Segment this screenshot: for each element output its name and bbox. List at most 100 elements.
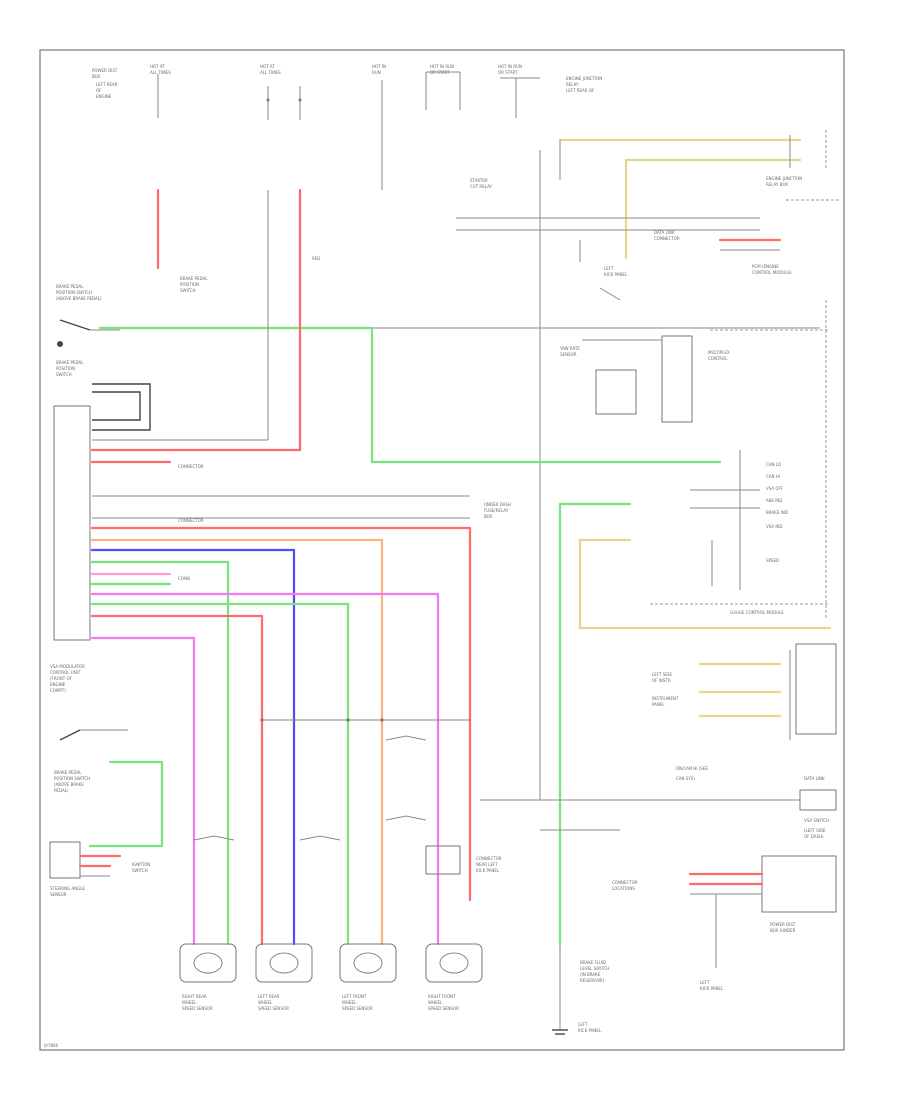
svg-text:VSA MODULATOR: VSA MODULATOR — [50, 664, 85, 669]
svg-text:LEFT SIDE: LEFT SIDE — [652, 672, 673, 677]
svg-text:CONTROL: CONTROL — [708, 356, 728, 361]
svg-text:LEFT REAR OF: LEFT REAR OF — [566, 88, 595, 93]
svg-text:CONTROL MODULE): CONTROL MODULE) — [752, 270, 792, 275]
svg-text:POWER DIST: POWER DIST — [770, 922, 796, 927]
svg-text:VSA OFF: VSA OFF — [766, 486, 784, 491]
svg-text:(ABOVE BRAKE: (ABOVE BRAKE — [54, 782, 84, 787]
svg-text:UNDER DASH: UNDER DASH — [484, 502, 511, 507]
svg-text:POSITION: POSITION — [180, 282, 199, 287]
svg-text:RELAY BOX: RELAY BOX — [766, 182, 788, 187]
svg-text:STEERING ANGLE: STEERING ANGLE — [50, 886, 85, 891]
svg-text:SENSOR: SENSOR — [50, 892, 67, 897]
svg-text:BRAKE PEDAL: BRAKE PEDAL — [56, 360, 84, 365]
svg-text:SWITCH: SWITCH — [180, 288, 196, 293]
svg-text:RIGHT FRONT: RIGHT FRONT — [428, 994, 456, 999]
svg-text:KICK PANEL: KICK PANEL — [476, 868, 500, 873]
svg-text:KICK PANEL: KICK PANEL — [604, 272, 628, 277]
svg-text:ENGINE JUNCTION: ENGINE JUNCTION — [766, 176, 802, 181]
svg-text:PCM (ENGINE: PCM (ENGINE — [752, 264, 779, 269]
svg-text:NEAR LEFT: NEAR LEFT — [476, 862, 498, 867]
svg-text:DATA LINK: DATA LINK — [804, 776, 825, 781]
svg-text:WHEEL: WHEEL — [342, 1000, 357, 1005]
svg-text:ALL TIMES: ALL TIMES — [260, 70, 281, 75]
svg-text:HOT AT: HOT AT — [260, 64, 275, 69]
svg-text:BRAKE PEDAL: BRAKE PEDAL — [180, 276, 208, 281]
svg-text:BOX (UNDER: BOX (UNDER — [770, 928, 796, 933]
svg-text:BRAKE PEDAL: BRAKE PEDAL — [54, 770, 82, 775]
diagram-frame — [39, 49, 845, 1051]
svg-text:DATA LINK: DATA LINK — [654, 230, 675, 235]
svg-text:BRAKE FLUID: BRAKE FLUID — [580, 960, 606, 965]
svg-text:POSITION SWITCH: POSITION SWITCH — [54, 776, 90, 781]
svg-text:IGNITION: IGNITION — [132, 862, 150, 867]
abs-module — [53, 405, 91, 641]
svg-text:RIGHT REAR: RIGHT REAR — [182, 994, 207, 999]
svg-text:INSTRUMENT: INSTRUMENT — [652, 696, 679, 701]
svg-text:LEFT REAR: LEFT REAR — [96, 82, 118, 87]
svg-text:FUSE/RELAY: FUSE/RELAY — [484, 508, 509, 513]
svg-text:BRAKE IND: BRAKE IND — [766, 510, 788, 515]
svg-text:LEFT: LEFT — [604, 266, 614, 271]
svg-text:BRAKE PEDAL: BRAKE PEDAL — [56, 284, 84, 289]
svg-text:CONNECTOR: CONNECTOR — [178, 464, 204, 469]
svg-text:COMPT): COMPT) — [50, 688, 66, 693]
svg-text:HOT IN: HOT IN — [372, 64, 386, 69]
svg-text:CONNECTOR: CONNECTOR — [612, 880, 638, 885]
svg-text:(FRONT OF: (FRONT OF — [50, 676, 73, 681]
svg-text:BOX: BOX — [92, 74, 101, 79]
svg-text:PANEL: PANEL — [652, 702, 665, 707]
svg-text:ENGINE: ENGINE — [50, 682, 66, 687]
svg-text:SPEED SENSOR: SPEED SENSOR — [258, 1006, 289, 1011]
svg-text:CONN: CONN — [178, 576, 190, 581]
svg-text:WHEEL: WHEEL — [428, 1000, 443, 1005]
svg-text:SPEED SENSOR: SPEED SENSOR — [428, 1006, 459, 1011]
svg-text:ALL TIMES: ALL TIMES — [150, 70, 171, 75]
svg-text:(LEFT SIDE: (LEFT SIDE — [804, 828, 826, 833]
svg-text:POSITION SWITCH: POSITION SWITCH — [56, 290, 92, 295]
svg-text:BOX: BOX — [484, 514, 493, 519]
svg-text:VSA IND: VSA IND — [766, 524, 783, 529]
svg-text:CAN LO: CAN LO — [766, 462, 781, 467]
svg-text:PEDAL): PEDAL) — [54, 788, 69, 793]
svg-text:LEFT: LEFT — [578, 1022, 588, 1027]
svg-text:WHEEL: WHEEL — [182, 1000, 197, 1005]
svg-text:CONNECTOR: CONNECTOR — [476, 856, 502, 861]
svg-text:LEFT FRONT: LEFT FRONT — [342, 994, 367, 999]
brake-switch — [49, 841, 81, 879]
svg-text:CAN SYS): CAN SYS) — [676, 776, 695, 781]
svg-text:LEVEL SWITCH: LEVEL SWITCH — [580, 966, 609, 971]
svg-text:OR START: OR START — [498, 70, 518, 75]
ref-id: 0/7806 — [44, 1043, 59, 1048]
svg-text:CUT RELAY: CUT RELAY — [470, 184, 492, 189]
svg-text:RED: RED — [312, 256, 320, 261]
svg-text:HOT AT: HOT AT — [150, 64, 165, 69]
svg-text:RESERVOIR): RESERVOIR) — [580, 978, 605, 983]
svg-text:KICK PANEL: KICK PANEL — [700, 986, 724, 991]
svg-text:STARTER: STARTER — [470, 178, 488, 183]
svg-text:VSA SWITCH: VSA SWITCH — [804, 818, 829, 823]
svg-text:POWER DIST: POWER DIST — [92, 68, 118, 73]
svg-text:LEFT: LEFT — [700, 980, 710, 985]
svg-text:CONTROL UNIT: CONTROL UNIT — [50, 670, 81, 675]
svg-text:OF: OF — [96, 88, 102, 93]
svg-text:SWITCH: SWITCH — [132, 868, 148, 873]
svg-text:YAW RATE: YAW RATE — [559, 346, 580, 351]
svg-text:RUN: RUN — [372, 70, 381, 75]
svg-text:CAN HI: CAN HI — [766, 474, 780, 479]
svg-text:POSITION: POSITION — [56, 366, 75, 371]
